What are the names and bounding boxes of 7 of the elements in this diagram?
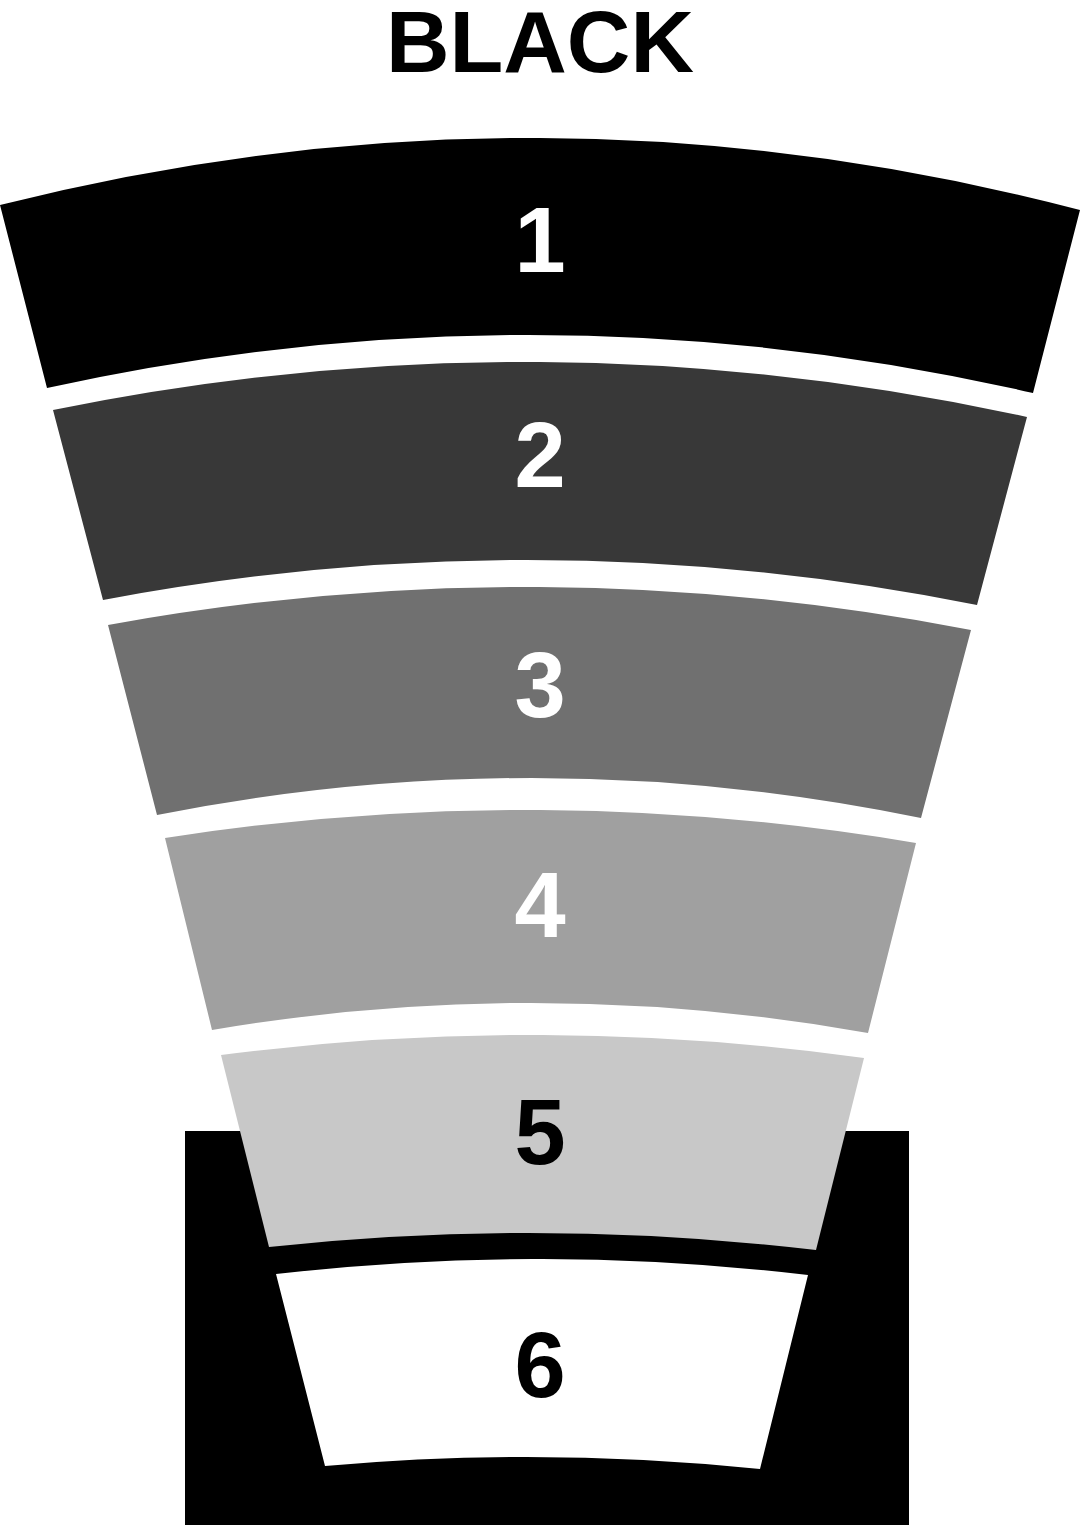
band-number: 6 bbox=[514, 1319, 566, 1411]
band-number: 3 bbox=[514, 639, 566, 731]
band-number: 5 bbox=[514, 1086, 566, 1178]
band-number: 2 bbox=[514, 409, 566, 501]
title: BLACK bbox=[386, 0, 694, 86]
band-number: 4 bbox=[514, 859, 566, 951]
band-number: 1 bbox=[514, 194, 566, 286]
